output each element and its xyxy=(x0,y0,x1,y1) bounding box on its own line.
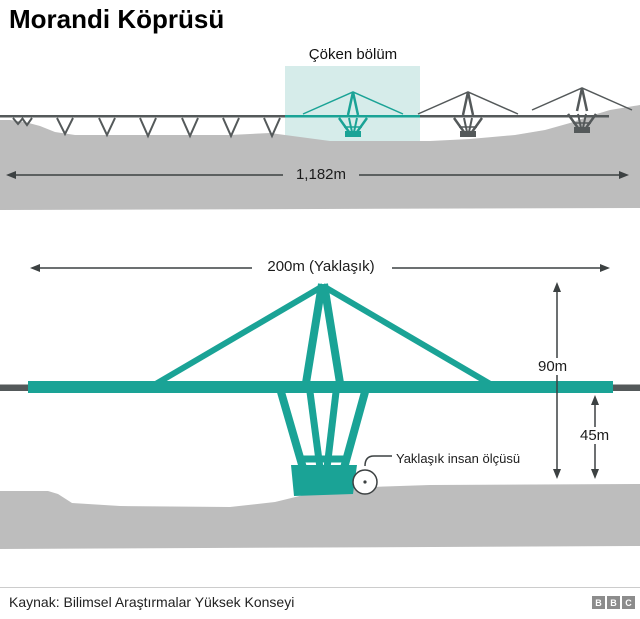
pier xyxy=(222,117,240,139)
tower-height-value: 90m xyxy=(535,358,571,375)
pylon-legs xyxy=(302,283,344,384)
deck-right-tip xyxy=(612,384,640,391)
span-dimension-arrow xyxy=(30,264,610,272)
total-length-value: 1,182m xyxy=(295,166,347,183)
bridge-overview-diagram xyxy=(0,66,640,210)
overview-terrain xyxy=(0,105,640,210)
pier xyxy=(98,117,116,138)
bbc-logo-block: B xyxy=(592,596,605,609)
bbc-logo-block: C xyxy=(622,596,635,609)
pier xyxy=(263,117,281,139)
collapsed-pylon xyxy=(302,91,404,137)
span-length-value: 200m (Yaklaşık) xyxy=(267,258,375,275)
detail-ground xyxy=(0,484,640,549)
gray-pylon-1 xyxy=(417,91,519,137)
gray-pylon-2 xyxy=(531,87,633,133)
overview-deck-collapsed-segment xyxy=(285,115,420,118)
bbc-logo: B B C xyxy=(592,596,635,609)
total-length-dimension-arrow xyxy=(6,171,629,179)
pylon-stays xyxy=(152,283,494,388)
detail-deck xyxy=(28,381,613,393)
pier xyxy=(139,117,157,139)
pier xyxy=(12,117,24,126)
deck-left-tip xyxy=(0,384,30,391)
human-scale-figure xyxy=(363,480,367,484)
bbc-logo-block: B xyxy=(607,596,620,609)
collapsed-section-label: Çöken bölüm xyxy=(308,46,398,63)
collapsed-section-highlight xyxy=(285,66,420,142)
viaduct-piers xyxy=(12,117,281,139)
human-scale-label: Yaklaşık insan ölçüsü xyxy=(396,451,521,466)
pylon-pedestal xyxy=(291,465,357,496)
pylon-detail-diagram xyxy=(0,264,640,549)
pylon-trestle xyxy=(277,390,369,470)
human-scale-leader-line xyxy=(364,455,392,467)
pier xyxy=(181,117,199,139)
pier xyxy=(21,117,33,127)
footer-divider xyxy=(0,587,640,588)
pier xyxy=(56,117,74,137)
page-title: Morandi Köprüsü xyxy=(9,4,225,34)
source-text: Kaynak: Bilimsel Araştırmalar Yüksek Kon… xyxy=(9,594,295,610)
deck-height-value: 45m xyxy=(577,427,613,444)
tower-height-dimension-arrow xyxy=(553,282,561,479)
